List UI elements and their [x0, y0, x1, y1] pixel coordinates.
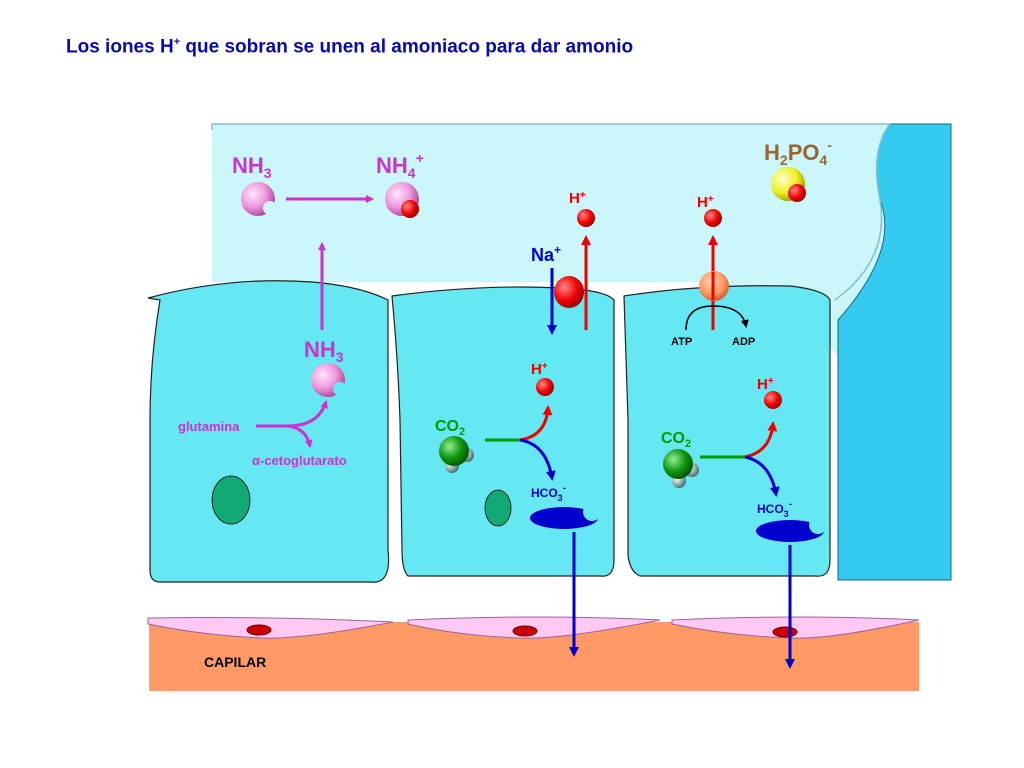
- hco3-branch-cell3: [744, 455, 780, 497]
- title-after: que sobran se unen al amoniaco para dar …: [180, 36, 634, 58]
- h-plus-lumen-2-label: H+: [569, 190, 586, 207]
- glutamina-label: glutamina: [178, 419, 240, 434]
- hco3-ion-icon-cell3: [756, 516, 827, 542]
- nh3-cell-molecule-icon: [311, 363, 347, 397]
- red-blood-cell-1: [246, 624, 272, 636]
- endothelial-cell-3: [671, 616, 920, 639]
- nucleus-1: [211, 475, 251, 525]
- hco3-branch-cell2: [519, 438, 556, 481]
- capilar-label: CAPILAR: [204, 654, 266, 670]
- proton-icon-cell2: [536, 378, 554, 396]
- h-branch-cell3: [744, 421, 778, 459]
- nucleus-2: [484, 489, 512, 527]
- title-before: Los iones H: [66, 36, 174, 58]
- co2-molecule-icon-cell3: [663, 449, 699, 488]
- slide-title: Los iones H+ que sobran se unen al amoni…: [66, 36, 633, 58]
- proton-icon-lumen-2: [577, 209, 595, 227]
- nh3-cell-label: NH3: [304, 337, 344, 365]
- nh4-lumen-label: NH4+: [376, 150, 424, 181]
- h-branch-cell2: [519, 405, 553, 442]
- nh3-molecule-icon: [241, 182, 277, 216]
- na-h-exchanger-icon: [554, 276, 584, 308]
- epithelial-cell-3: [623, 285, 831, 577]
- hco3-cell3-label: HCO3-: [757, 499, 792, 519]
- hco3-ion-icon-cell2: [530, 503, 601, 529]
- nh4-molecule-icon: [385, 182, 419, 218]
- co2-cell3-label: CO2: [661, 430, 691, 450]
- co2-cell2-label: CO2: [435, 418, 465, 438]
- nh3-lumen-label: NH3: [232, 153, 272, 181]
- red-blood-cell-2: [512, 625, 538, 637]
- na-plus-label: Na+: [531, 243, 561, 265]
- lumen-border: [211, 123, 892, 301]
- epithelial-cell-1: [147, 280, 390, 583]
- hco3-cell2-label: HCO3-: [531, 483, 566, 503]
- atp-label: ATP: [671, 336, 692, 348]
- proton-icon-lumen-3: [704, 209, 722, 227]
- h-plus-cell3-label: H+: [757, 376, 774, 393]
- alpha-ketoglutarate-label: α-cetoglutarato: [252, 453, 347, 468]
- epithelial-cell-2: [391, 286, 615, 577]
- co2-molecule-icon-cell2: [439, 436, 474, 473]
- glutamina-to-aketo-arrow: [287, 424, 313, 448]
- adp-label: ADP: [732, 336, 755, 348]
- proton-icon-cell3: [764, 391, 782, 409]
- h2po4-molecule-icon: [771, 167, 806, 202]
- h-plus-cell2-label: H+: [531, 361, 548, 378]
- atp-to-adp-arrow: [685, 305, 749, 331]
- h-plus-lumen-3-label: H+: [697, 194, 714, 211]
- h2po4-label: H2PO4-: [764, 137, 832, 168]
- red-blood-cell-3: [772, 626, 798, 638]
- title-sup: +: [173, 36, 181, 48]
